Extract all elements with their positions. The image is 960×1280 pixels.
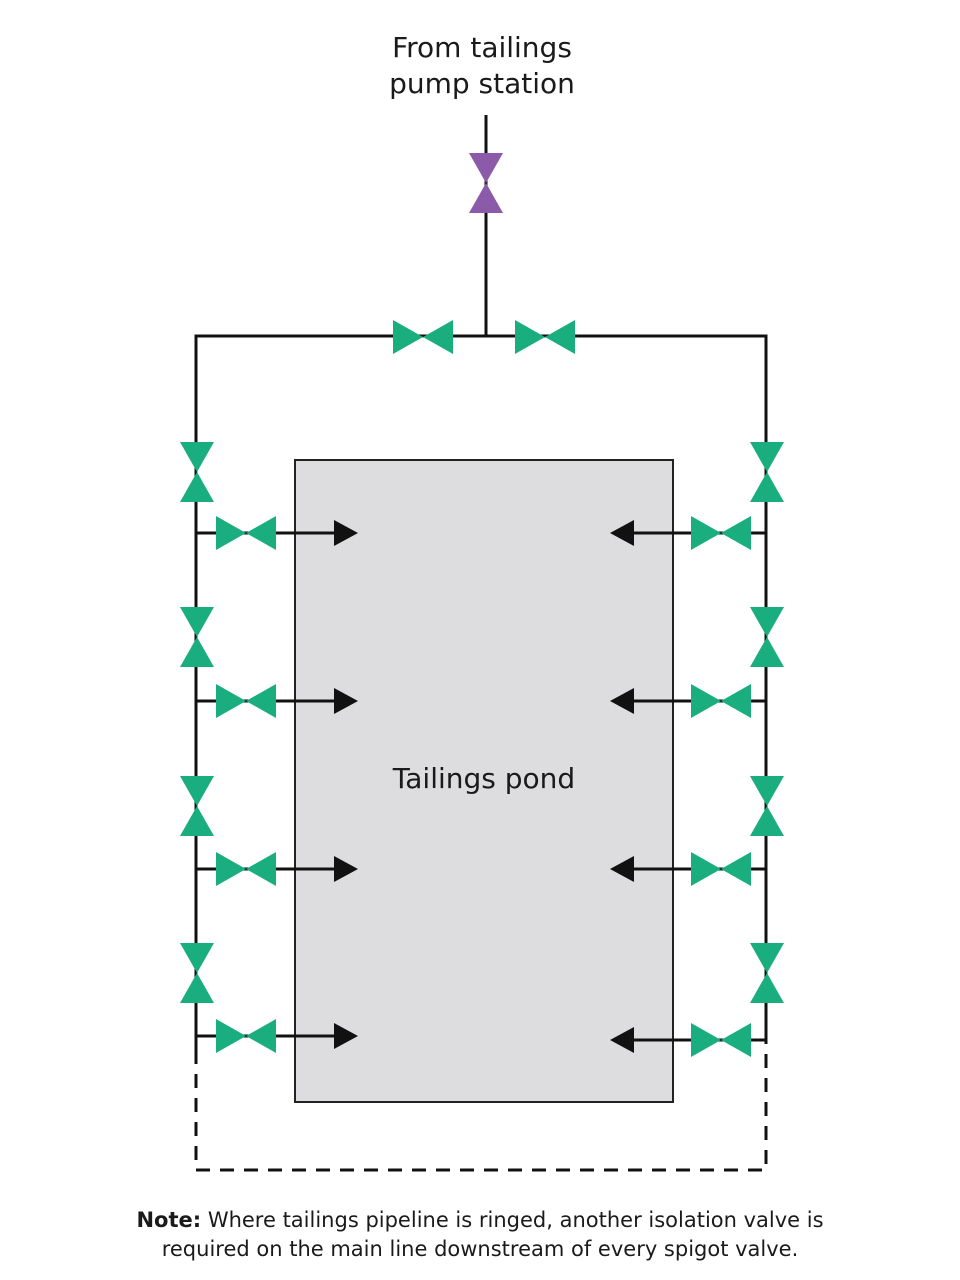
spigot-outlet-arrow-icon xyxy=(610,520,634,546)
note-line-2: required on the main line downstream of … xyxy=(161,1237,799,1261)
left-spigot-valve-icon xyxy=(216,684,276,718)
spigot-outlet-arrow-icon xyxy=(334,1023,358,1049)
left-spigot-valve-icon xyxy=(216,516,276,550)
spigot-outlet-arrow-icon xyxy=(334,520,358,546)
spigot-outlet-arrow-icon xyxy=(334,688,358,714)
right-spigot-valve-icon xyxy=(691,684,751,718)
spigot-outlet-arrow-icon xyxy=(610,688,634,714)
right-ring-isolation-valve-icon xyxy=(750,943,784,1003)
right-spigot-valve-icon xyxy=(691,1023,751,1057)
top-left-isolation-valve-icon xyxy=(393,320,453,354)
spigot-outlet-arrow-icon xyxy=(610,1027,634,1053)
pump-station-valve-icon xyxy=(469,153,503,213)
ring-main-top-right xyxy=(486,334,768,1040)
left-spigot-valve-icon xyxy=(216,852,276,886)
top-right-isolation-valve-icon xyxy=(515,320,575,354)
right-ring-isolation-valve-icon xyxy=(750,442,784,502)
tailings-pond xyxy=(294,459,674,1103)
left-ring-isolation-valve-icon xyxy=(180,943,214,1003)
valves xyxy=(180,153,784,1057)
left-ring-isolation-valve-icon xyxy=(180,776,214,836)
source-label-line-1: From tailings xyxy=(392,31,572,64)
right-spigot-valve-icon xyxy=(691,516,751,550)
spigot-outlet-arrow-icon xyxy=(610,856,634,882)
ring-closure-dashed xyxy=(194,1040,768,1172)
note-line-1: Where tailings pipeline is ringed, anoth… xyxy=(201,1208,824,1232)
note-label: Note: xyxy=(136,1208,202,1232)
footnote: Note: Where tailings pipeline is ringed,… xyxy=(0,1206,960,1264)
source-label-line-2: pump station xyxy=(389,67,575,100)
spigot-outlet-arrow-icon xyxy=(334,856,358,882)
pond-label: Tailings pond xyxy=(392,762,575,795)
left-spigot-valve-icon xyxy=(216,1019,276,1053)
right-ring-isolation-valve-icon xyxy=(750,776,784,836)
right-ring-isolation-valve-icon xyxy=(750,607,784,667)
left-ring-isolation-valve-icon xyxy=(180,442,214,502)
right-spigot-valve-icon xyxy=(691,852,751,886)
left-ring-isolation-valve-icon xyxy=(180,607,214,667)
